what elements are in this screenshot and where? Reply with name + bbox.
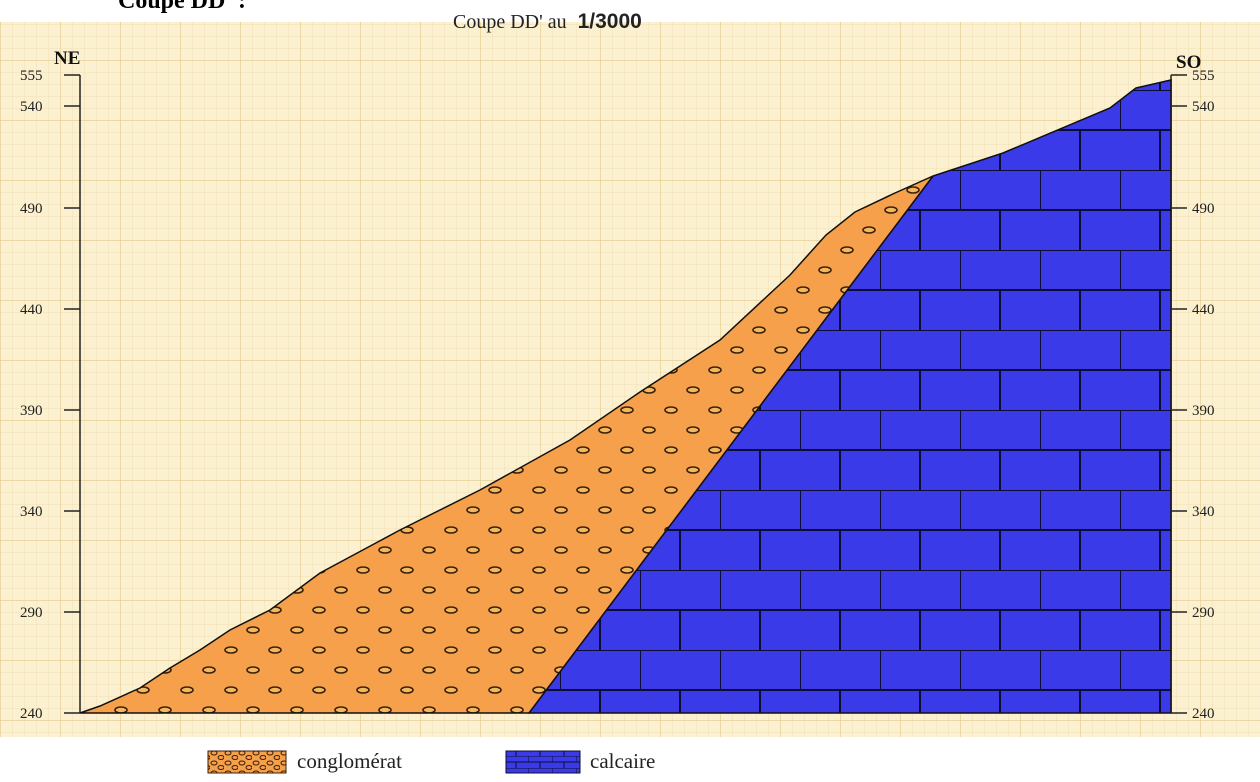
legend-label-conglomerat: conglomérat: [297, 749, 402, 773]
figure-title-scale: 1/3000: [578, 10, 642, 33]
direction-ne: NE: [54, 48, 80, 69]
left-tick-label: 540: [20, 99, 43, 115]
left-tick-label: 490: [20, 201, 43, 217]
section-heading: Coupe DD' :: [118, 0, 247, 14]
right-tick-label: 540: [1192, 99, 1215, 115]
left-tick-label: 240: [20, 706, 43, 722]
figure-title-prefix: Coupe DD' au: [453, 11, 567, 33]
conglomerat-layer: [79, 175, 934, 714]
right-tick-labels: 555 540 490 440 390 340 290 240: [1192, 68, 1215, 722]
left-tick-label: 555: [20, 68, 43, 84]
legend-label-calcaire: calcaire: [590, 749, 655, 773]
right-tick-label: 490: [1192, 201, 1215, 217]
right-tick-label: 390: [1192, 403, 1215, 419]
right-tick-label: 555: [1192, 68, 1215, 84]
right-tick-label: 240: [1192, 706, 1215, 722]
right-tick-label: 340: [1192, 504, 1215, 520]
legend-swatch-calcaire: [505, 750, 581, 774]
calcaire-layer: [527, 79, 1172, 714]
legend-swatch-conglomerat: [207, 750, 287, 774]
right-tick-label: 440: [1192, 302, 1215, 318]
left-tick-label: 290: [20, 605, 43, 621]
direction-so: SO: [1176, 52, 1201, 73]
left-tick-label: 440: [20, 302, 43, 318]
left-tick-label: 390: [20, 403, 43, 419]
right-ticks: [1171, 74, 1187, 714]
left-tick-labels: 555 540 490 440 390 340 290 240: [20, 68, 43, 722]
legend: conglomérat calcaire: [207, 749, 655, 774]
right-tick-label: 290: [1192, 605, 1215, 621]
left-tick-label: 340: [20, 504, 43, 520]
left-ticks: [64, 74, 80, 714]
figure-title: Coupe DD' au 1/3000: [453, 10, 642, 33]
